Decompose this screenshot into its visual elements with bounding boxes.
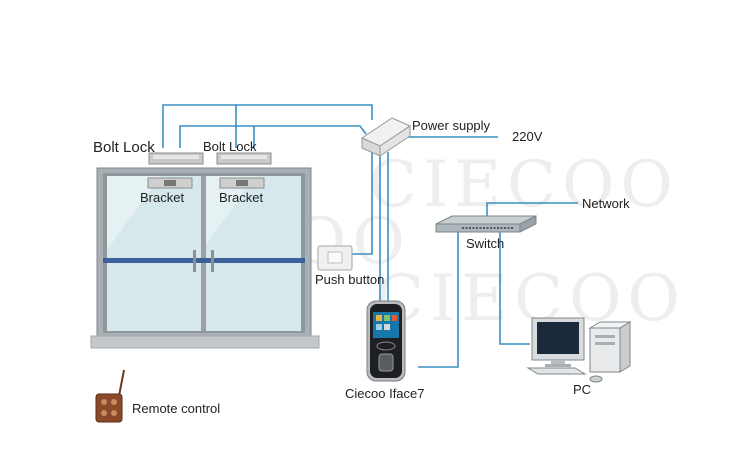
- wires: [162, 104, 578, 368]
- wire-lock1-power: [179, 125, 367, 148]
- label-switch: Switch: [466, 236, 505, 251]
- label-voltage: 220V: [512, 129, 543, 144]
- wire-power-pushbutton: [352, 152, 373, 255]
- label-bracket-2: Bracket: [219, 190, 264, 205]
- label-bolt-lock-2: Bolt Lock: [203, 139, 257, 154]
- double-door: [90, 167, 320, 349]
- bolt-lock-2: [216, 152, 272, 165]
- bracket-1: [147, 177, 193, 189]
- wire-switch-reader: [418, 232, 459, 368]
- door-cross-bar: [103, 258, 305, 263]
- door-threshold: [90, 335, 320, 349]
- label-remote-control: Remote control: [132, 401, 221, 416]
- iface7-terminal: [366, 300, 406, 382]
- label-bracket-1: Bracket: [140, 190, 185, 205]
- watermark-1: CIECOO: [368, 148, 679, 222]
- label-push-button: Push button: [315, 272, 385, 287]
- wire-switch-pc: [499, 232, 530, 345]
- label-power-supply: Power supply: [412, 118, 491, 133]
- push-button-device: [317, 245, 353, 271]
- handle-left: [193, 250, 196, 272]
- label-bolt-lock-1: Bolt Lock: [93, 139, 155, 156]
- label-terminal: Ciecoo Iface7: [345, 386, 425, 401]
- glass-reflection-right: [206, 176, 255, 245]
- bolt-lock-1: [148, 152, 204, 165]
- wire-left-frame-top: [162, 104, 236, 148]
- network-switch: [435, 215, 537, 233]
- bracket-2: [219, 177, 265, 189]
- pc-workstation: [526, 317, 632, 383]
- door-center-divider: [201, 176, 206, 331]
- glass-reflection-left: [107, 176, 160, 250]
- remote-control-device: [95, 369, 125, 423]
- power-supply-unit: [360, 117, 412, 157]
- label-pc: PC: [573, 382, 592, 397]
- label-network: Network: [582, 196, 630, 211]
- handle-right: [211, 250, 214, 272]
